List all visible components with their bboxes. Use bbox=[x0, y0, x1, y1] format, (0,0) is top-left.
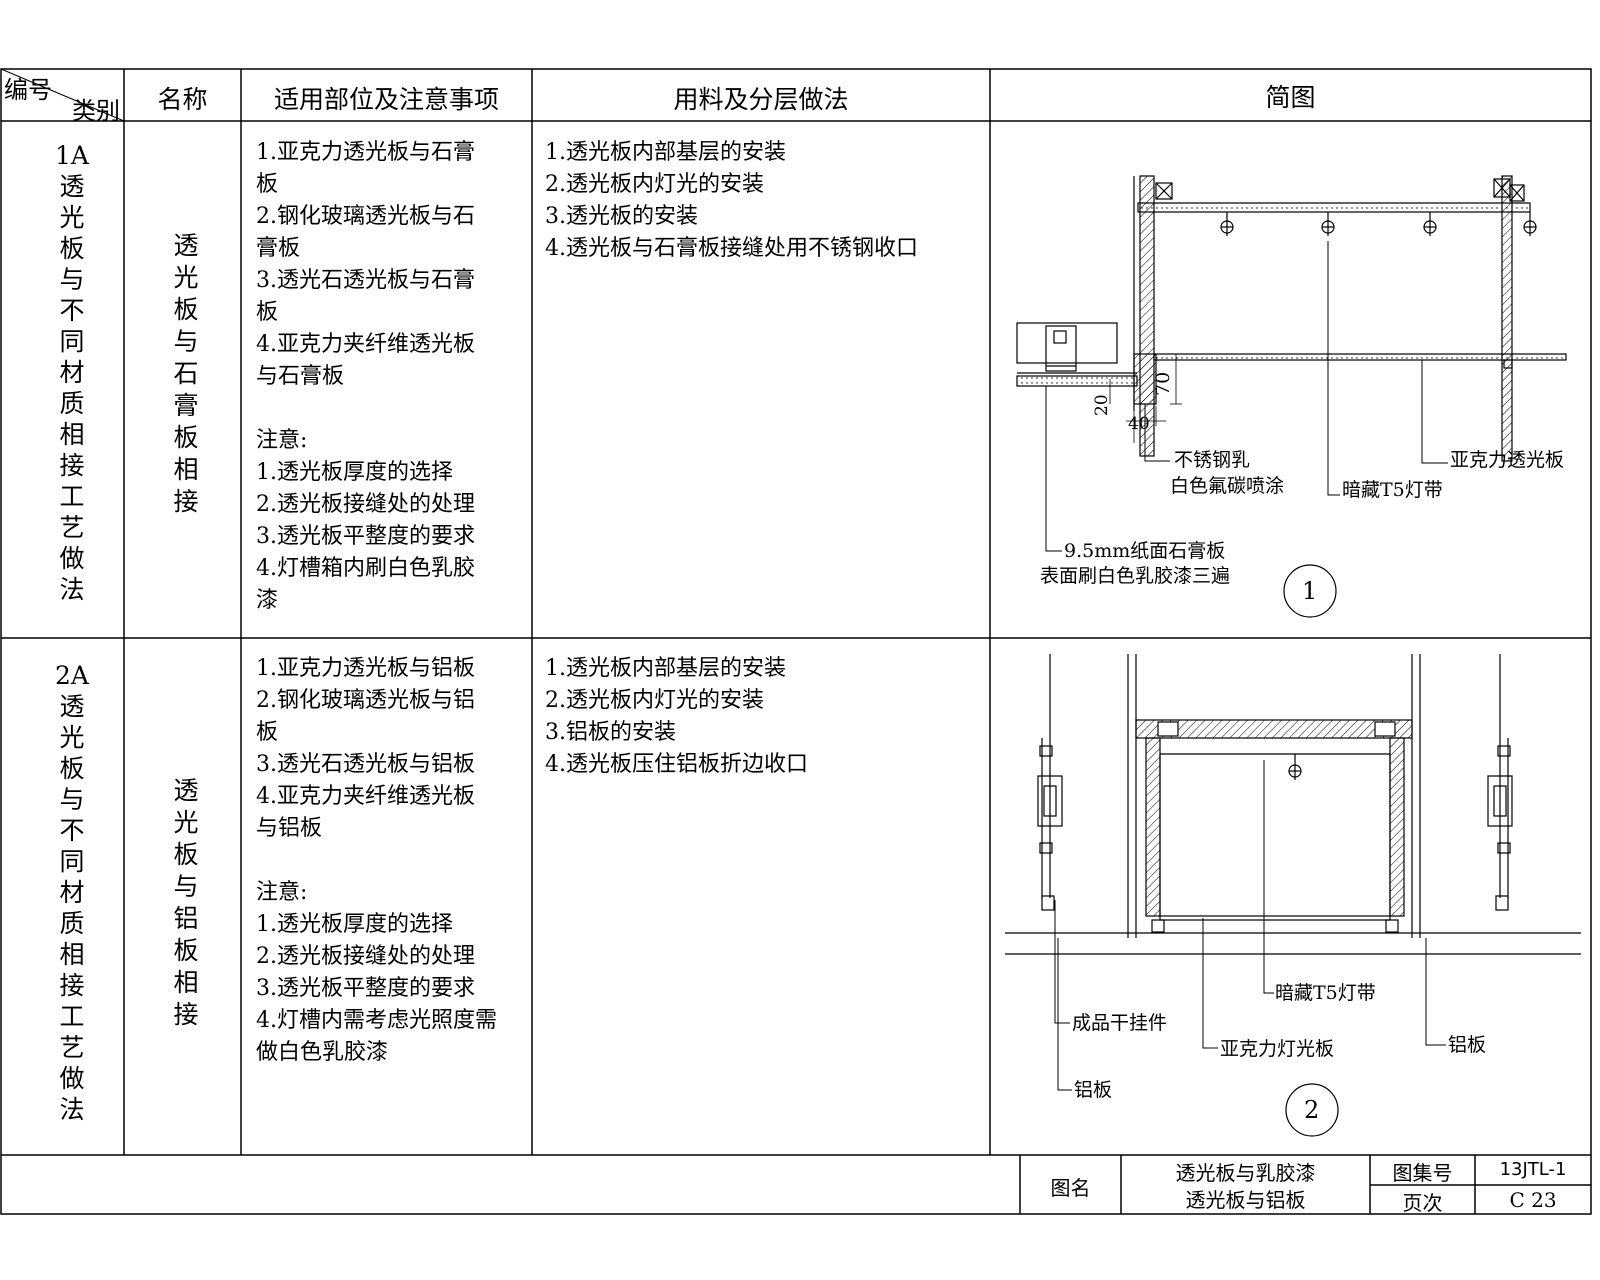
label-acrylic-light-panel: 亚克力灯光板 bbox=[1220, 1038, 1334, 1060]
label-acrylic-panel: 亚克力透光板 bbox=[1450, 449, 1564, 471]
label-fluorocarbon: 白色氟碳喷涂 bbox=[1170, 475, 1284, 497]
dim-70: 70 bbox=[1152, 372, 1174, 396]
header-corner-top: 编号 bbox=[4, 76, 52, 104]
label-gypsum-paint: 表面刷白色乳胶漆三遍 bbox=[1040, 565, 1230, 587]
header-scope: 适用部位及注意事项 bbox=[273, 85, 499, 114]
dim-40: 40 bbox=[1128, 414, 1150, 434]
title-block-name-label: 图名 bbox=[1050, 1176, 1091, 1200]
title-block-name-line2: 透光板与铝板 bbox=[1185, 1188, 1306, 1212]
label-gypsum-board: 9.5mm纸面石膏板 bbox=[1064, 539, 1225, 562]
diagram-number-2: 2 bbox=[1304, 1096, 1319, 1124]
diagram-2: 暗藏T5灯带 成品干挂件 亚克力灯光板 铝板 铝板 2 bbox=[1005, 654, 1581, 1137]
diagram-1: 70 20 40 不锈钢乳 白色氟碳喷涂 暗藏T5灯带 亚克力透光板 9.5mm… bbox=[1016, 175, 1567, 618]
title-block-page-label: 页次 bbox=[1402, 1191, 1443, 1215]
title-block-name-line1: 透光板与乳胶漆 bbox=[1175, 1161, 1316, 1185]
row1-name: 透光板与石膏板相接 bbox=[173, 231, 199, 516]
header-corner-bottom: 类别 bbox=[72, 97, 120, 125]
label-stainless-steel: 不锈钢乳 bbox=[1174, 449, 1250, 471]
label-aluminum-left: 铝板 bbox=[1074, 1079, 1112, 1101]
diagram-number-1: 1 bbox=[1302, 577, 1317, 605]
row2-name: 透光板与铝板相接 bbox=[173, 776, 199, 1029]
label-t5-strip: 暗藏T5灯带 bbox=[1342, 479, 1443, 501]
label-aluminum-right: 铝板 bbox=[1448, 1034, 1486, 1056]
header-diagram: 简图 bbox=[1265, 83, 1316, 112]
title-block-page-value: C 23 bbox=[1509, 1188, 1557, 1212]
dim-20: 20 bbox=[1092, 394, 1112, 416]
label-t5-strip-2: 暗藏T5灯带 bbox=[1275, 982, 1376, 1004]
header-name: 名称 bbox=[157, 85, 208, 114]
label-dry-hanger: 成品干挂件 bbox=[1072, 1012, 1167, 1034]
title-block-atlas-label: 图集号 bbox=[1392, 1161, 1453, 1185]
title-block-atlas-value: 13JTL-1 bbox=[1499, 1159, 1567, 1180]
header-method: 用料及分层做法 bbox=[673, 85, 849, 114]
